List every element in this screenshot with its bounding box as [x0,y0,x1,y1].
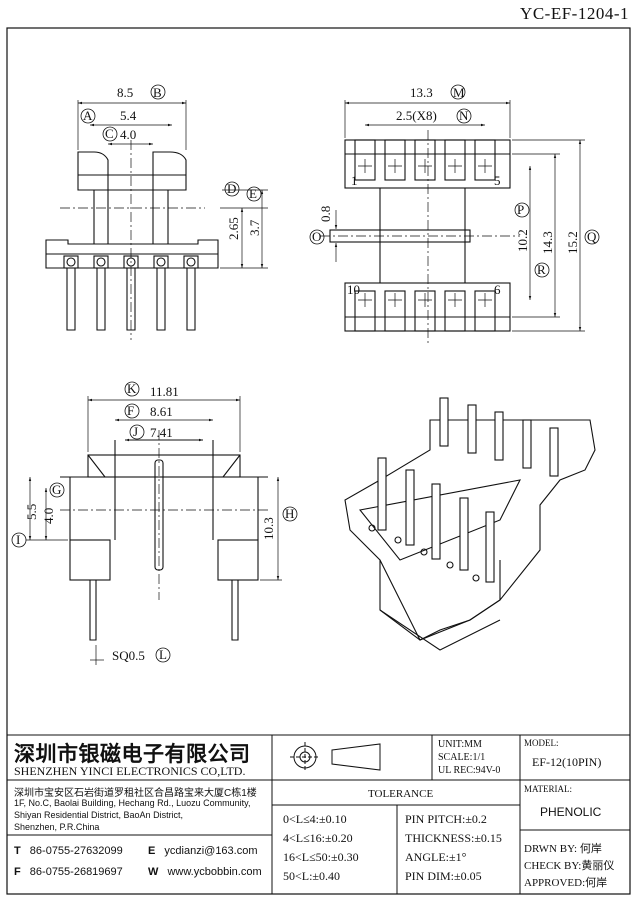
dim-i-value: 5.5 [24,504,39,520]
dim-h-tag: H [285,506,294,521]
ul-rec: UL REC:94V-0 [438,765,501,776]
material-value: PHENOLIC [540,805,602,819]
drawn-by: DRWN BY: 何岸 [524,843,602,855]
check-by: CHECK BY:黄丽仪 [524,860,615,872]
unit: UNIT:MM [438,739,482,750]
company-name-cn: 深圳市银磁电子有限公司 [14,743,251,766]
isometric-view [344,397,596,651]
dim-o-value: 0.8 [318,206,333,222]
web-label: W [148,866,159,878]
dim-c-value: 4.0 [120,127,136,142]
address-en-3: Shenzhen, P.R.China [14,822,100,832]
dim-e-tag: E [249,186,257,201]
top-view-dims: 13.3 M 2.5(X8) N 0.8 O 10.2 P 14.3 R 15.… [309,84,600,297]
dim-o-tag: O [312,229,321,244]
dim-m-tag: M [453,85,465,100]
dim-l-value: SQ0.5 [112,648,145,663]
email-address: ycdianzi@163.com [164,845,258,857]
dim-n-tag: N [459,108,469,123]
dim-i-tag: I [16,532,20,547]
dim-h-value: 10.3 [261,517,276,540]
dim-k-value: 11.81 [150,384,179,399]
tolerance-3: 50<L:±0.40 [283,869,341,883]
address-cn: 深圳市宝安区石岩街道罗租社区合昌路宝来大厦C栋1楼 [14,788,257,799]
dim-k-tag: K [127,381,137,396]
web-row: W www.ycbobbin.com [148,866,262,878]
address-en-2: Shiyan Residential District, BaoAn Distr… [14,810,184,820]
dim-a-value: 5.4 [120,108,137,123]
dim-j-value: 7.41 [150,425,173,440]
fax-number: 86-0755-26819697 [29,866,123,878]
thickness-tolerance: THICKNESS:±0.15 [405,831,502,845]
left-cap [77,151,109,191]
pin-label-5: 5 [494,173,501,188]
email-row: E ycdianzi@163.com [148,845,258,857]
scale: SCALE:1/1 [438,752,486,763]
dim-p-value: 10.2 [515,229,530,252]
angle-tolerance: ANGLE:±1° [405,850,467,864]
web-address: www.ycbobbin.com [167,866,262,878]
tolerance-0: 0<L≤4:±0.10 [283,812,347,826]
tolerance-2: 16<L≤50:±0.30 [283,850,359,864]
dim-b-value: 8.5 [117,85,133,100]
dim-a-tag: A [83,108,93,123]
dim-n-value: 2.5(X8) [396,108,437,123]
pin-pitch-tolerance: PIN PITCH:±0.2 [405,812,487,826]
tel-label: T [14,845,21,857]
pin-label-10: 10 [347,282,360,297]
side-view-dims: 11.81 K 8.61 F 7.41 J 5.5 I 4.0 G 10.3 H… [11,381,298,663]
dim-l-tag: L [159,647,167,662]
dim-j-tag: J [133,424,138,439]
dim-m-value: 13.3 [410,85,433,100]
dim-p-tag: P [517,202,524,217]
dim-d-value: 2.65 [226,217,241,240]
dim-e-value: 3.7 [247,219,262,236]
fax-row: F 86-0755-26819697 [14,866,123,878]
model-label: MODEL: [524,738,559,748]
model-value: EF-12(10PIN) [532,755,602,769]
dim-f-tag: F [127,403,134,418]
pin-label-6: 6 [494,282,501,297]
dim-c-tag: C [105,126,114,141]
tolerance-1: 4<L≤16:±0.20 [283,831,353,845]
dim-g-value: 4.0 [41,508,56,524]
tolerance-label: TOLERANCE [368,788,434,800]
email-label: E [148,845,156,857]
company-name-en: SHENZHEN YINCI ELECTRONICS CO,LTD. [14,764,246,778]
dim-g-tag: G [52,482,61,497]
tel-row: T 86-0755-27632099 [14,845,123,857]
dim-b-tag: B [153,85,162,100]
drawing-number: YC-EF-1204-1 [520,4,629,23]
dim-q-tag: Q [587,229,597,244]
side-view [26,396,282,665]
dim-r-value: 14.3 [540,231,555,254]
dim-q-value: 15.2 [565,231,580,254]
dim-d-tag: D [227,181,236,196]
pin-dim-tolerance: PIN DIM:±0.05 [405,869,482,883]
address-en-1: 1F, No.C, Baolai Building, Hechang Rd., … [14,798,251,808]
right-cap [152,151,187,191]
front-view-dims: 8.5 B 5.4 A 4.0 C 2.65 D 3.7 E [80,84,262,240]
material-label: MATERIAL: [524,784,572,794]
tel-number: 86-0755-27632099 [29,845,123,857]
approved-by: APPROVED:何岸 [524,877,608,889]
fax-label: F [14,866,21,878]
pin-label-1: 1 [351,173,358,188]
front-view [45,100,268,340]
dim-f-value: 8.61 [150,404,173,419]
title-block-lines [6,734,631,895]
top-view [320,100,585,345]
dim-r-tag: R [537,262,546,277]
